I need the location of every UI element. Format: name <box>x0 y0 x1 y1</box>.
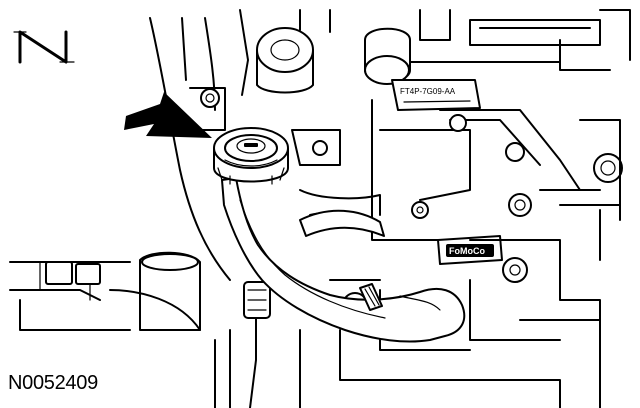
engine-housing: FT4P-7G09-AA <box>9 9 631 408</box>
top-cylinder-right <box>364 27 411 85</box>
brand-plate: FoMoCo <box>437 235 503 265</box>
part-engraving-text: FT4P-7G09-AA <box>400 87 456 96</box>
figure-id-label: N0052409 <box>6 372 101 395</box>
brand-plate-text: FoMoCo <box>449 246 485 256</box>
fill-tube <box>221 177 466 343</box>
arrow-icon <box>124 92 212 138</box>
top-cylinder-left <box>256 27 314 94</box>
bolt-right-2 <box>502 257 528 283</box>
label-plate: FT4P-7G09-AA <box>391 79 481 111</box>
harness-connector <box>214 281 271 408</box>
fill-cap <box>213 127 289 185</box>
bolt-right-3 <box>411 201 429 219</box>
n-glyph-icon <box>13 30 75 64</box>
bolt-right-1 <box>508 193 532 217</box>
